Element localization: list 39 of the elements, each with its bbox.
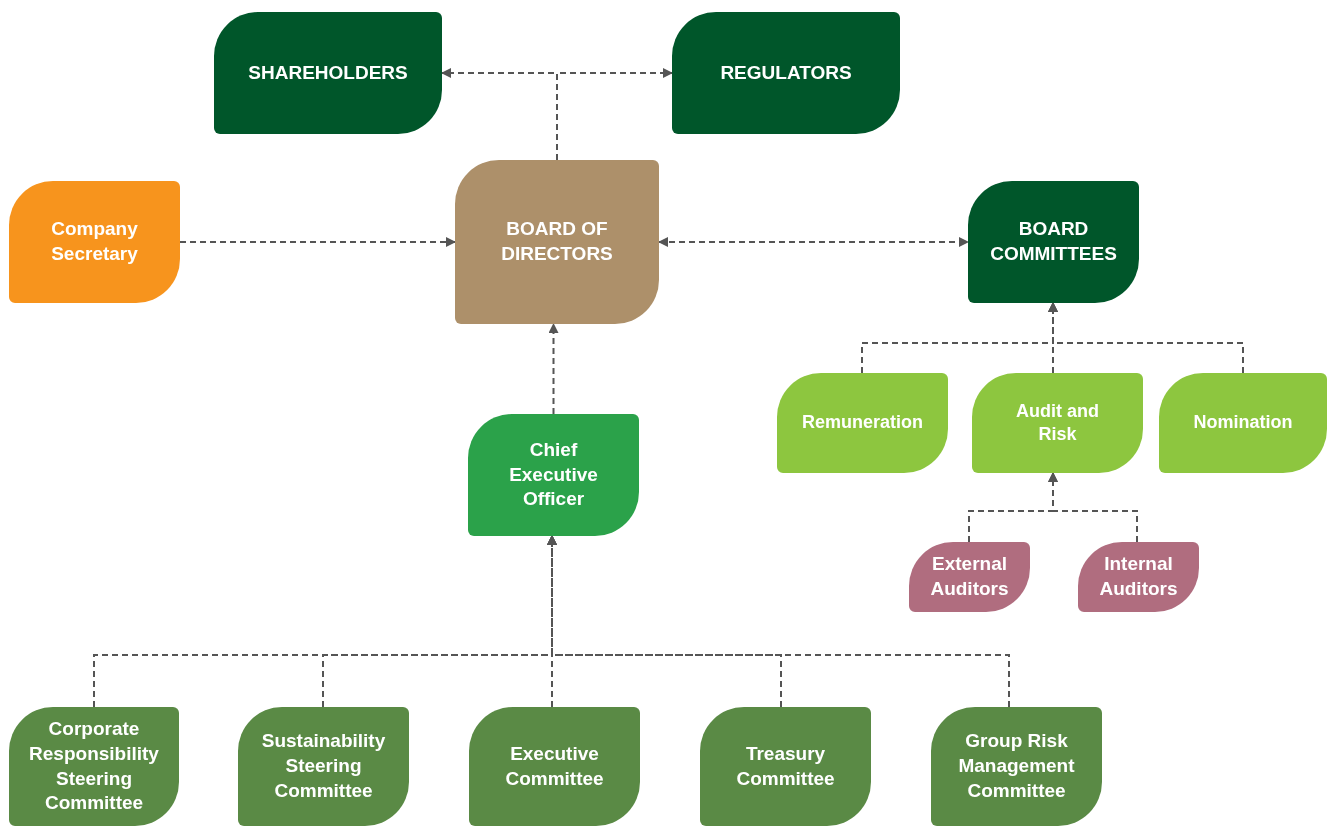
committee-box [777, 373, 948, 473]
committee-box [1159, 373, 1327, 473]
node-label: Group Risk Management Committee [957, 729, 1076, 803]
committee-box [700, 707, 871, 826]
executive-box [468, 414, 639, 536]
node-label: Chief Executive Officer [508, 437, 599, 512]
committee-box [972, 373, 1143, 473]
arrow [179, 237, 456, 247]
node-label: Executive Committee [504, 741, 605, 791]
committee-box [931, 707, 1102, 826]
arrow [556, 68, 673, 161]
arrow [658, 237, 969, 247]
node-label: Internal Auditors [1098, 552, 1179, 601]
arrow [547, 535, 1010, 708]
arrow [548, 323, 559, 415]
committee-box [469, 707, 640, 826]
node-label: External Auditors [929, 552, 1010, 601]
board-box [455, 160, 659, 324]
stakeholder-box [214, 12, 442, 134]
committee-box [238, 707, 409, 826]
stakeholder-box [672, 12, 900, 134]
committee-box [9, 707, 179, 826]
arrow [1048, 472, 1138, 543]
node-label: Sustainability Steering Committee [260, 729, 387, 803]
node-label: Remuneration [802, 411, 923, 435]
node-label: SHAREHOLDERS [248, 60, 408, 85]
arrow [1048, 302, 1244, 374]
node-label: BOARD COMMITTEES [989, 217, 1118, 266]
node-label: Audit and Risk [1015, 399, 1100, 446]
node-label: BOARD OF DIRECTORS [500, 217, 614, 266]
node-label: Company Secretary [50, 217, 139, 266]
stakeholder-box [968, 181, 1139, 303]
node-label: Nomination [1193, 411, 1293, 435]
node-label: Corporate Responsibility Steering Committee [28, 717, 160, 816]
node-label: REGULATORS [720, 60, 852, 85]
auditor-box [909, 542, 1030, 612]
secretary-box [9, 181, 180, 303]
auditor-box [1078, 542, 1199, 612]
node-label: Treasury Committee [735, 741, 836, 791]
